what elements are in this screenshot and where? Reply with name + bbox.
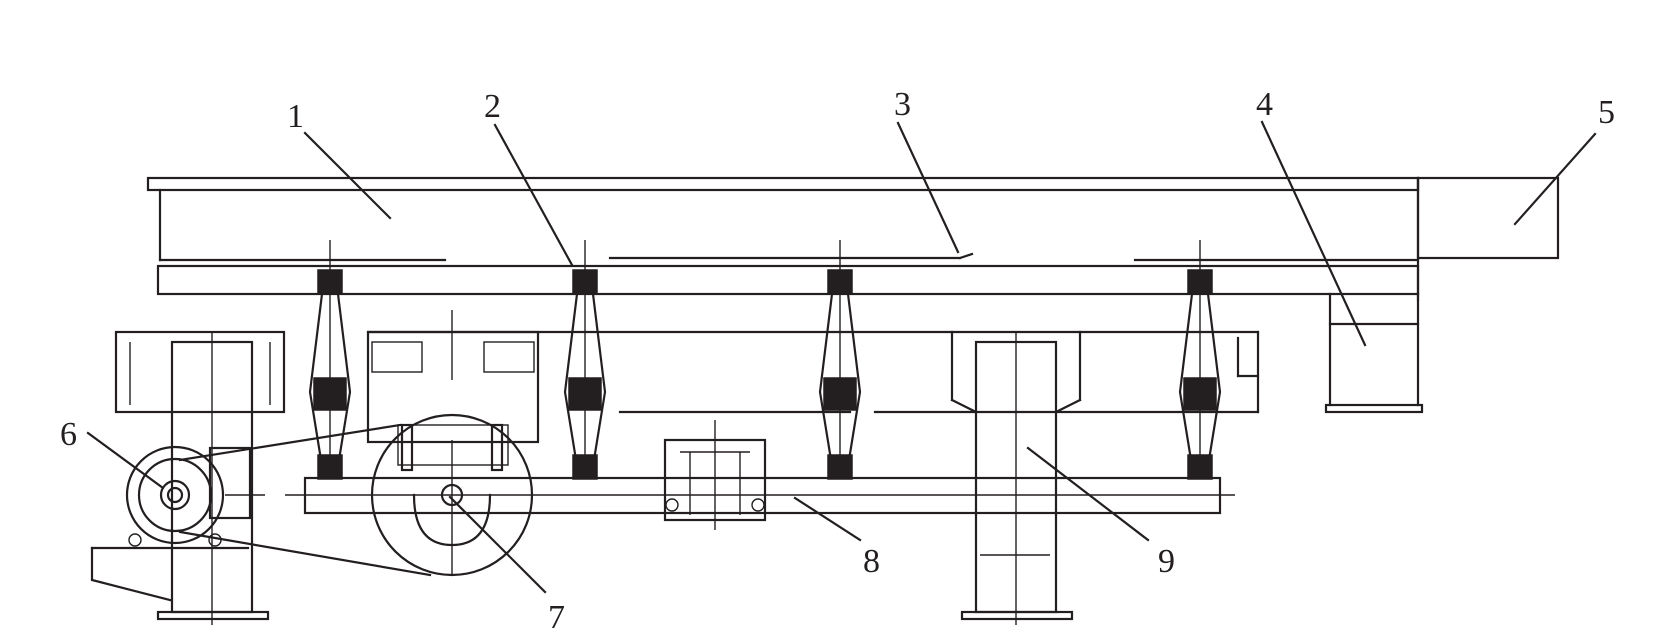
callout-labels: 1 2 3 4 5 6 7 8 9 (60, 86, 1615, 635)
suspension-link-1 (308, 240, 352, 480)
motor-box (366, 310, 540, 444)
suspension-link-3 (818, 240, 862, 480)
large-pulley (370, 413, 534, 577)
right-support (950, 330, 1082, 625)
leader-lines (86, 120, 1597, 594)
callout-3: 3 (894, 86, 911, 123)
discharge-chute (1416, 176, 1560, 260)
callout-9: 9 (1158, 543, 1175, 580)
callout-4: 4 (1256, 86, 1273, 123)
callout-5: 5 (1598, 94, 1615, 131)
drive-motor (90, 423, 432, 602)
outlet (1324, 292, 1424, 414)
left-support (114, 330, 286, 625)
callout-8: 8 (863, 543, 880, 580)
suspension-link-2 (563, 240, 607, 480)
callout-2: 2 (484, 88, 501, 125)
callout-6: 6 (60, 416, 77, 453)
callout-1: 1 (287, 98, 304, 135)
frame (285, 330, 1260, 530)
callout-7: 7 (548, 599, 565, 635)
suspension-link-4 (1178, 240, 1222, 480)
